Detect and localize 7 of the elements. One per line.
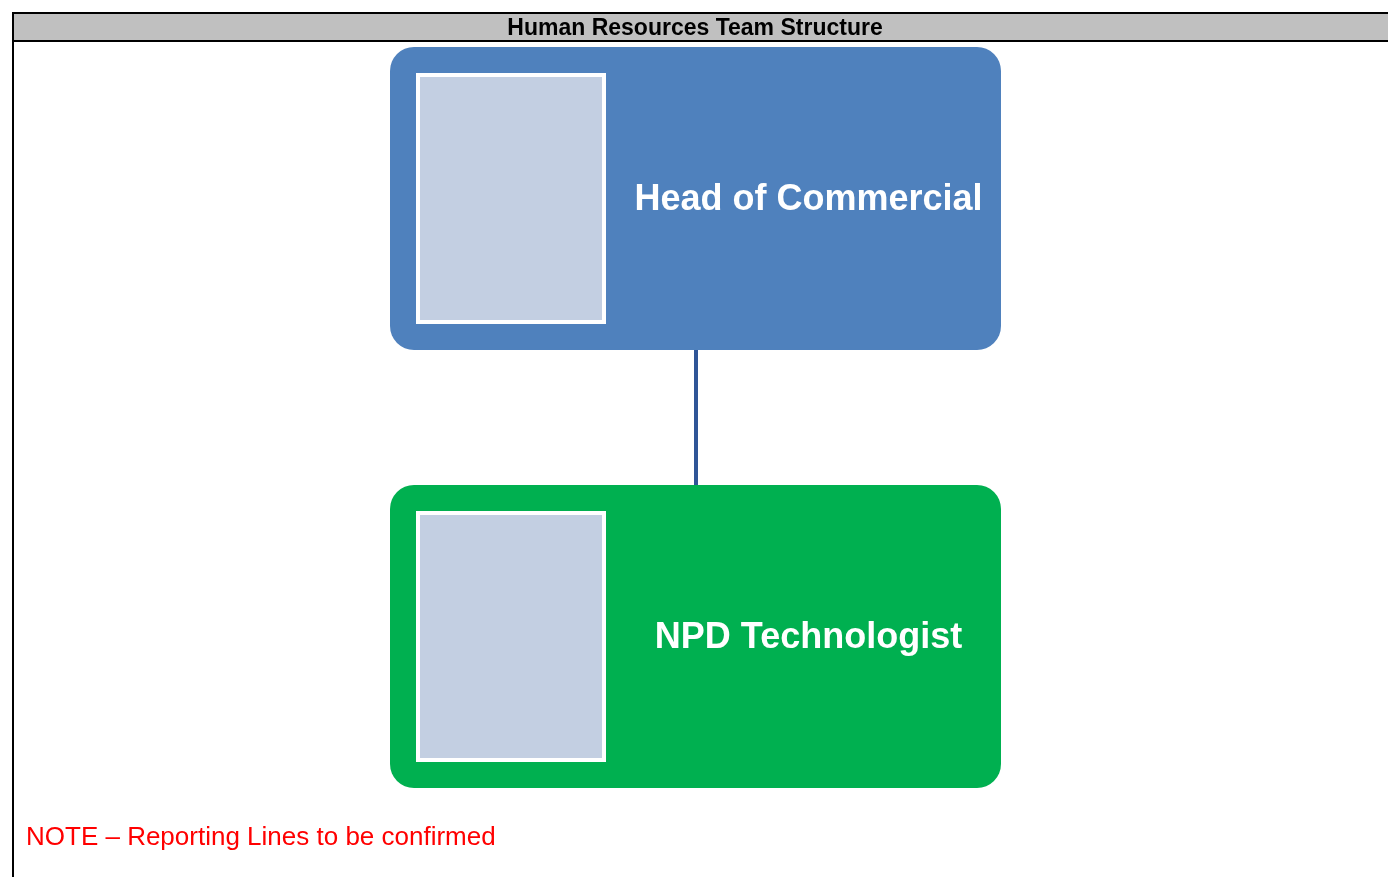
note: NOTE – Reporting Lines to be confirmed	[26, 821, 496, 852]
role-card	[390, 485, 1001, 788]
role-card	[390, 47, 1001, 350]
title: Human Resources Team Structure	[12, 12, 1388, 42]
connector-line	[694, 350, 698, 485]
role-title: Head of Commercial	[633, 177, 984, 219]
role-title: NPD Technologist	[653, 615, 964, 657]
